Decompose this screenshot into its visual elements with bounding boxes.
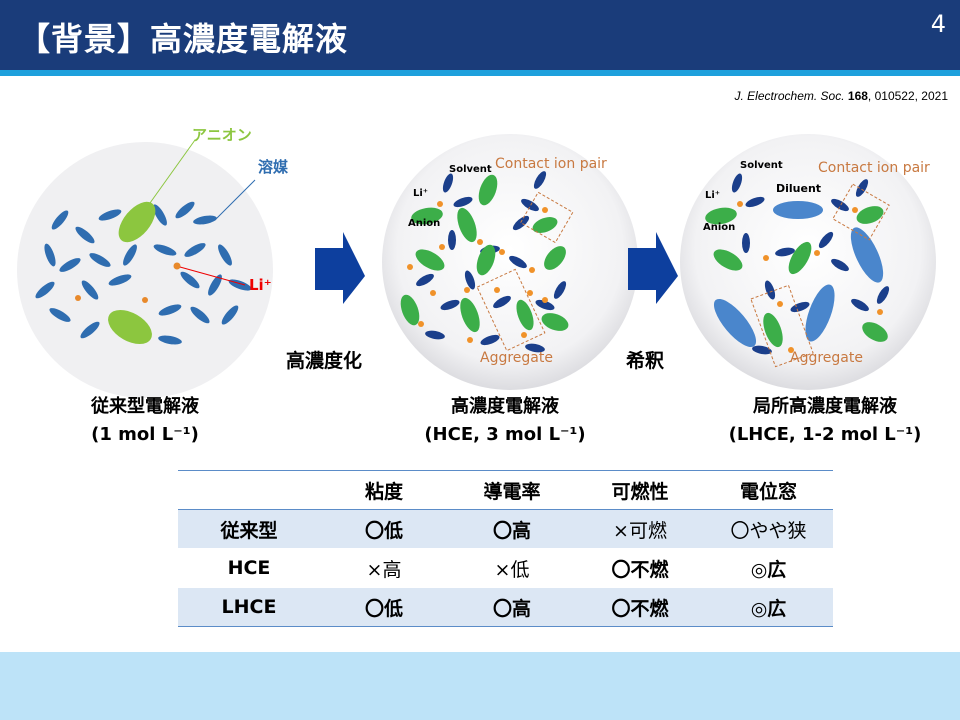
comparison-table: 粘度 導電率 可燃性 電位窓 従来型 〇低 〇高 ×可燃 〇やや狭 HCE ×高… [178, 470, 833, 627]
hce-illustration [382, 134, 638, 390]
conventional-electrolyte-illustration [17, 139, 273, 398]
citation-rest: , 010522, 2021 [867, 89, 948, 103]
page-number: 4 [930, 10, 946, 38]
lhce-anion-label: Anion [703, 222, 736, 233]
header-cell: 導電率 [483, 480, 541, 503]
lhce-solvent-label: Solvent [740, 160, 783, 171]
caption-line: 従来型電解液 [91, 396, 199, 417]
header-cell: 可燃性 [611, 480, 669, 503]
table-cell: ×低 [494, 558, 530, 581]
slide-title: 【背景】高濃度電解液 [18, 20, 349, 58]
hce-solvent-label: Solvent [449, 164, 492, 175]
table-cell: 〇高 [492, 519, 531, 542]
header-cell: 電位窓 [739, 480, 797, 503]
row-header: 従来型 [220, 519, 278, 542]
step-concentrate-label: 高濃度化 [286, 350, 363, 372]
citation-volume: 168 [847, 89, 868, 103]
electrolyte-diagram [17, 134, 936, 398]
arrow-right-icon [628, 232, 678, 304]
li-label: Li⁺ [249, 276, 272, 294]
row-header: HCE [227, 557, 271, 579]
table-cell: 〇不燃 [611, 558, 669, 581]
table-cell: 〇低 [364, 519, 403, 542]
lhce-contact-ion-pair-label: Contact ion pair [818, 160, 930, 176]
caption-line: 高濃度電解液 [451, 396, 559, 417]
row-header: LHCE [221, 596, 277, 618]
caption-line: (1 mol L⁻¹) [91, 424, 199, 445]
lhce-diluent-label: Diluent [776, 182, 822, 195]
hce-li-label: Li⁺ [413, 188, 429, 199]
table-row: HCE ×高 ×低 〇不燃 ◎広 [178, 549, 833, 588]
header-cell [178, 471, 320, 510]
conventional-caption: 従来型電解液 (1 mol L⁻¹) [55, 393, 235, 449]
table-cell: 〇やや狭 [730, 519, 807, 542]
header-cell: 粘度 [364, 480, 403, 503]
arrow-right-icon [315, 232, 365, 304]
table-row: 従来型 〇低 〇高 ×可燃 〇やや狭 [178, 509, 833, 549]
footer-band [0, 652, 960, 720]
anion-label: アニオン [192, 126, 252, 144]
hce-aggregate-label: Aggregate [480, 350, 553, 366]
title-bar [0, 0, 960, 70]
solvent-label: 溶媒 [258, 158, 289, 176]
caption-line: 局所高濃度電解液 [753, 396, 897, 417]
caption-line: (HCE, 3 mol L⁻¹) [424, 424, 586, 445]
hce-contact-ion-pair-label: Contact ion pair [495, 156, 607, 172]
step-dilute-label: 希釈 [626, 350, 665, 372]
title-stripe [0, 70, 960, 76]
hce-caption: 高濃度電解液 (HCE, 3 mol L⁻¹) [400, 393, 610, 449]
table-header-row: 粘度 導電率 可燃性 電位窓 [178, 470, 833, 510]
table-cell: 〇不燃 [611, 597, 669, 620]
citation-journal: J. Electrochem. Soc. [734, 89, 845, 103]
caption-line: (LHCE, 1-2 mol L⁻¹) [728, 424, 922, 445]
table-cell: ×可燃 [613, 519, 667, 542]
hce-anion-label: Anion [408, 218, 441, 229]
lhce-li-label: Li⁺ [705, 190, 721, 201]
table-cell: ×高 [366, 558, 402, 581]
lhce-caption: 局所高濃度電解液 (LHCE, 1-2 mol L⁻¹) [715, 393, 935, 449]
table-cell: 〇高 [492, 597, 531, 620]
table-cell: 〇低 [364, 597, 403, 620]
lhce-aggregate-label: Aggregate [790, 350, 863, 366]
citation: J. Electrochem. Soc. 168, 010522, 2021 [735, 89, 949, 103]
lhce-illustration [680, 134, 936, 390]
table-cell: ◎広 [750, 597, 787, 620]
table-cell: ◎広 [750, 558, 787, 581]
table-row: LHCE 〇低 〇高 〇不燃 ◎広 [178, 587, 833, 627]
